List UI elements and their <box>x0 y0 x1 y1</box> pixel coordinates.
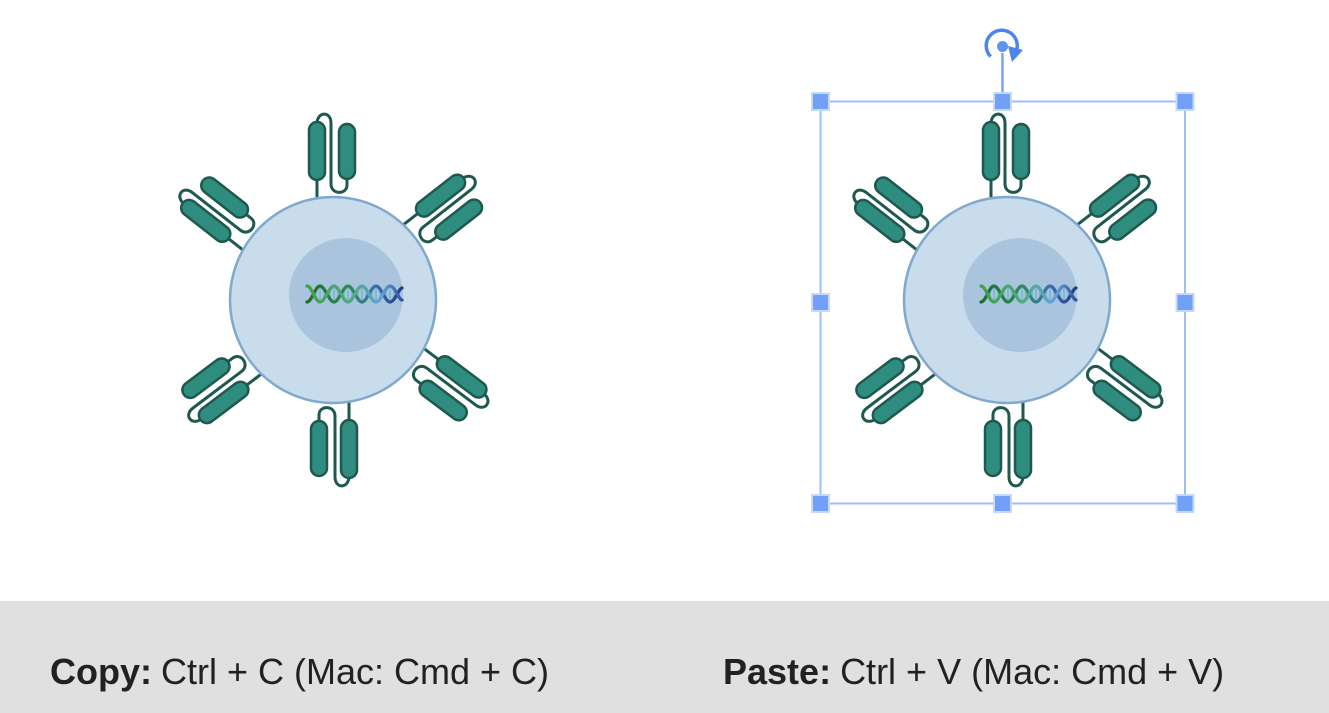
copy-shortcut-label: Copy: <box>50 651 152 692</box>
cell-figure-original[interactable] <box>168 102 498 498</box>
shortcut-bar: Copy:Ctrl + C (Mac: Cmd + C) Paste:Ctrl … <box>0 601 1329 713</box>
resize-handle-top-left[interactable] <box>811 92 830 111</box>
copy-shortcut: Copy:Ctrl + C (Mac: Cmd + C) <box>50 651 549 692</box>
resize-handle-bottom-right[interactable] <box>1175 494 1195 513</box>
slide-canvas[interactable] <box>0 0 1329 601</box>
cell-figure-pasted-copy[interactable] <box>842 102 1172 498</box>
copy-shortcut-keys: Ctrl + C (Mac: Cmd + C) <box>161 651 550 692</box>
rotate-handle-icon[interactable] <box>984 28 1023 62</box>
paste-shortcut-label: Paste: <box>723 651 832 692</box>
resize-handle-middle-left[interactable] <box>811 293 830 312</box>
paste-shortcut: Paste:Ctrl + V (Mac: Cmd + V) <box>723 651 1224 692</box>
resize-handle-middle-right[interactable] <box>1175 293 1195 312</box>
resize-handle-bottom-left[interactable] <box>811 494 830 513</box>
resize-handle-top-right[interactable] <box>1175 92 1195 111</box>
paste-shortcut-keys: Ctrl + V (Mac: Cmd + V) <box>840 651 1225 692</box>
